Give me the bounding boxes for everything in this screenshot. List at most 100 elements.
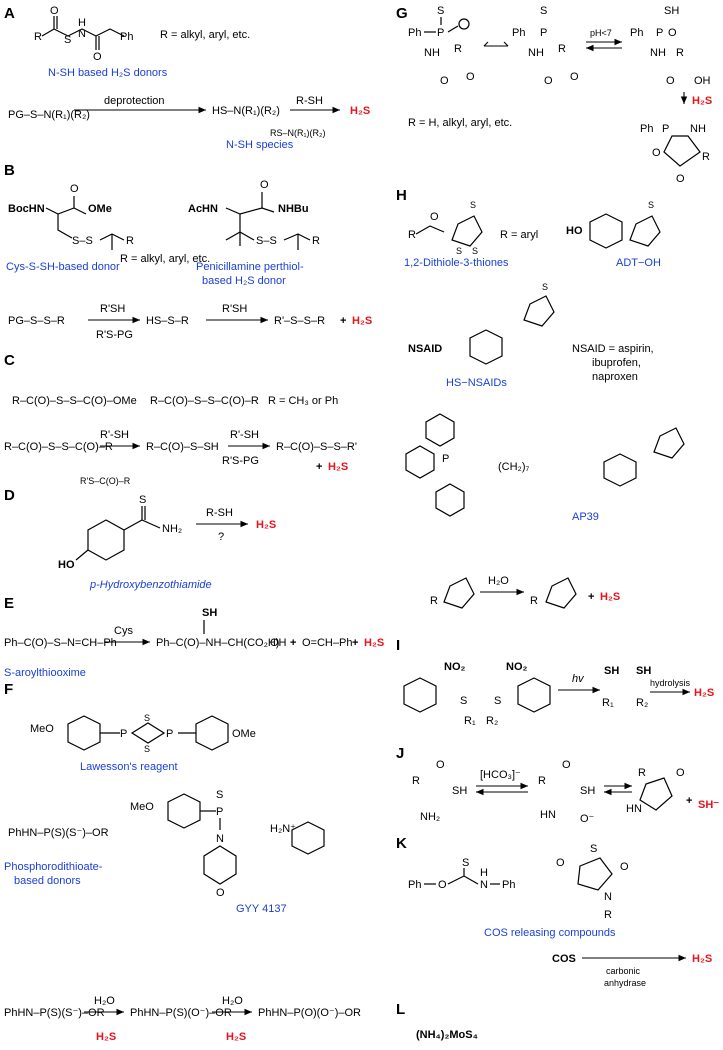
caption-adt-oh: ADT−OH xyxy=(616,257,661,269)
svg-text:R'S-PG: R'S-PG xyxy=(96,329,133,341)
dithiadiphosphetane-ring xyxy=(130,722,166,744)
panel-label-g: G xyxy=(396,5,408,22)
svg-text:Ph: Ph xyxy=(630,27,643,39)
svg-text:Ph–C(O)–NH–CH(CO₂H): Ph–C(O)–NH–CH(CO₂H) xyxy=(156,637,279,649)
svg-text:R₂: R₂ xyxy=(486,715,498,727)
svg-text:[HCO₃]⁻: [HCO₃]⁻ xyxy=(480,769,521,781)
caption-ap39: AP39 xyxy=(572,511,599,523)
svg-text:S: S xyxy=(144,744,150,754)
svg-text:O: O xyxy=(436,759,445,771)
r-definition-h: R = aryl xyxy=(500,229,538,241)
svg-text:NH: NH xyxy=(424,47,440,59)
svg-text:R–C(O)–S–S–C(O)–R: R–C(O)–S–S–C(O)–R xyxy=(4,441,113,453)
svg-text:H₂N⁺: H₂N⁺ xyxy=(270,823,296,835)
panel-i: I NO₂ NO₂ S S R₁ R₂ hv SH SH R₁ R₂ hydro… xyxy=(396,637,714,727)
svg-text:R: R xyxy=(538,775,546,787)
svg-text:+: + xyxy=(290,637,296,649)
svg-text:Cys: Cys xyxy=(114,625,133,637)
svg-text:anhydrase: anhydrase xyxy=(604,978,646,988)
svg-text:Ph: Ph xyxy=(512,27,525,39)
svg-text:R: R xyxy=(558,43,566,55)
svg-text:S: S xyxy=(216,789,223,801)
svg-text:H: H xyxy=(78,17,86,29)
svg-text:S: S xyxy=(139,494,146,506)
svg-text:pH<7: pH<7 xyxy=(590,28,612,38)
h2s-product-a: H₂S xyxy=(350,105,370,117)
caption-cos-releasing: COS releasing compounds xyxy=(484,927,616,939)
svg-text:O: O xyxy=(438,879,447,891)
oxazolidinedione-ring xyxy=(639,777,673,811)
svg-text:Ph: Ph xyxy=(408,27,421,39)
svg-text:R: R xyxy=(430,595,438,607)
svg-text:H₂O: H₂O xyxy=(222,995,243,1007)
svg-text:P: P xyxy=(540,27,547,39)
svg-text:O: O xyxy=(666,75,675,87)
svg-text:P: P xyxy=(662,123,669,135)
svg-text:R₁: R₁ xyxy=(464,715,476,727)
panel-b: B BocHN OMe O S–S R Cys-S-SH-based donor… xyxy=(4,162,372,341)
svg-text:NSAID: NSAID xyxy=(408,343,442,355)
svg-text:PhHN–P(S)(O⁻)–OR: PhHN–P(S)(O⁻)–OR xyxy=(130,1007,232,1019)
h2s-release-f2: H₂S xyxy=(226,1031,246,1043)
panel-label-k: K xyxy=(396,835,407,852)
panel-label-j: J xyxy=(396,745,404,762)
svg-text:H₂O: H₂O xyxy=(488,575,509,587)
caption-penicillamine-2: based H₂S donor xyxy=(202,275,286,287)
panel-label-i: I xyxy=(396,637,400,654)
svg-text:Ph: Ph xyxy=(408,879,421,891)
svg-text:deprotection: deprotection xyxy=(104,95,165,107)
svg-text:R'S-PG: R'S-PG xyxy=(222,455,259,467)
h2s-product-e: H₂S xyxy=(364,637,384,649)
svg-text:OH: OH xyxy=(270,637,287,649)
svg-text:R: R xyxy=(408,229,416,241)
svg-text:NH: NH xyxy=(528,47,544,59)
svg-text:(CH₂)₇: (CH₂)₇ xyxy=(498,461,529,473)
svg-text:R'-SH: R'-SH xyxy=(230,429,259,441)
r-definition-g: R = H, alkyl, aryl, etc. xyxy=(408,117,512,129)
svg-text:H: H xyxy=(480,867,488,879)
svg-text:S: S xyxy=(472,246,478,256)
svg-text:NH: NH xyxy=(690,123,706,135)
svg-text:O: O xyxy=(216,887,225,899)
svg-text:N: N xyxy=(78,28,86,40)
h2s-product-b: H₂S xyxy=(352,315,372,327)
svg-text:S: S xyxy=(470,200,476,210)
svg-text:R: R xyxy=(604,909,612,921)
svg-text:O: O xyxy=(676,767,685,779)
svg-text:P: P xyxy=(442,453,449,465)
svg-text:R'SH: R'SH xyxy=(222,303,247,315)
svg-text:NO₂: NO₂ xyxy=(506,661,528,673)
svg-text:HS–S–R: HS–S–R xyxy=(146,315,189,327)
svg-text:HN: HN xyxy=(626,803,642,815)
panel-g: G Ph P S NH R O O Ph P S NH R O O pH<7 P… xyxy=(396,5,712,185)
svg-text:N: N xyxy=(216,833,224,845)
svg-text:P: P xyxy=(656,27,663,39)
svg-text:+: + xyxy=(352,637,358,649)
svg-text:S–S: S–S xyxy=(72,235,93,247)
caption-gyy-4137: GYY 4137 xyxy=(236,903,287,915)
svg-text:R: R xyxy=(530,595,538,607)
panel-label-f: F xyxy=(4,681,13,698)
h2s-release-f1: H₂S xyxy=(96,1031,116,1043)
svg-text:O: O xyxy=(260,179,269,191)
svg-text:NSAID = aspirin,: NSAID = aspirin, xyxy=(572,343,654,355)
panel-label-h: H xyxy=(396,187,407,204)
svg-text:carbonic: carbonic xyxy=(606,966,641,976)
svg-text:O: O xyxy=(668,27,677,39)
svg-text:hv: hv xyxy=(572,673,585,685)
oxazaphospholidinone-ring xyxy=(663,135,701,167)
svg-text:R: R xyxy=(126,235,134,247)
panel-f: F MeO P S S P OMe Lawesson's reagent PhH… xyxy=(4,681,361,1043)
svg-text:PhHN–P(S)(S⁻)–OR: PhHN–P(S)(S⁻)–OR xyxy=(8,827,109,839)
caption-hydroxybenzothiamide: p-Hydroxybenzothiamide xyxy=(89,579,212,591)
panel-c: C R–C(O)–S–S–C(O)–OMe R–C(O)–S–S–C(O)–R … xyxy=(4,352,357,486)
svg-text:R–C(O)–S–S–C(O)–R: R–C(O)–S–S–C(O)–R xyxy=(150,395,259,407)
svg-text:O: O xyxy=(556,857,565,869)
panel-label-c: C xyxy=(4,352,15,369)
sh-anion-product: SH⁻ xyxy=(698,799,719,811)
r-definition-a: R = alkyl, aryl, etc. xyxy=(160,29,250,41)
svg-text:R: R xyxy=(312,235,320,247)
svg-text:R'SH: R'SH xyxy=(100,303,125,315)
svg-text:OMe: OMe xyxy=(232,728,256,740)
